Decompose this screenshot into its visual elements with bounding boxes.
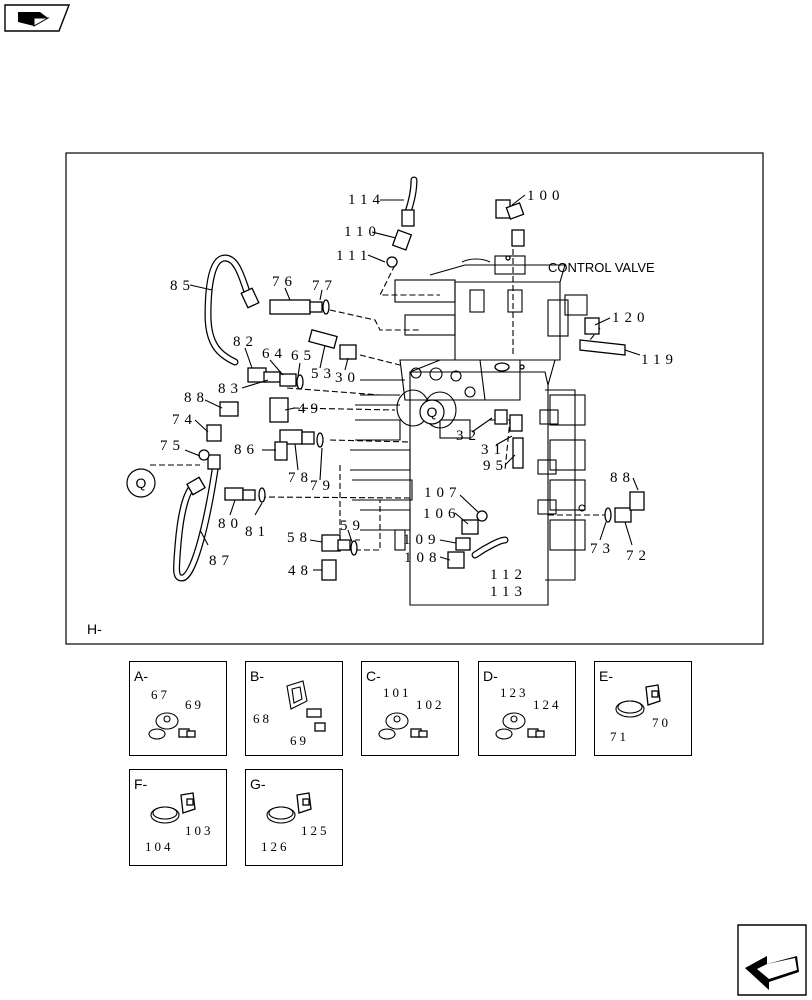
svg-text:88: 88	[610, 470, 635, 486]
control-valve-label: CONTROL VALVE	[548, 260, 655, 275]
detail-f: F- 104 103	[129, 769, 227, 866]
svg-text:49: 49	[298, 401, 323, 417]
svg-text:112: 112	[490, 567, 527, 583]
svg-text:68: 68	[253, 711, 272, 726]
svg-text:73: 73	[590, 541, 615, 557]
svg-text:71: 71	[610, 729, 629, 744]
svg-text:114: 114	[348, 192, 385, 208]
clamp-icon	[148, 712, 179, 740]
detail-g: G- 126 125	[245, 769, 343, 866]
clamp-icon	[378, 712, 409, 740]
svg-text:69: 69	[185, 697, 204, 712]
detail-e: E- 71 70	[594, 661, 692, 756]
svg-text:Q: Q	[427, 404, 438, 420]
svg-text:G-: G-	[250, 776, 266, 792]
fittings	[198, 199, 645, 581]
hose-87	[173, 454, 221, 582]
bolt-icon	[527, 728, 545, 738]
svg-text:109: 109	[403, 532, 441, 548]
bracket-icon	[286, 680, 322, 718]
svg-text:77: 77	[312, 278, 337, 294]
svg-text:79: 79	[310, 478, 335, 494]
main-frame	[65, 152, 764, 645]
detail-a: A- 67 69	[129, 661, 227, 756]
detail-c: C- 101 102	[361, 661, 459, 756]
svg-text:88: 88	[184, 390, 209, 406]
svg-text:113: 113	[490, 584, 527, 600]
svg-text:102: 102	[416, 697, 445, 712]
bolt-icon	[410, 728, 428, 738]
band-clamp-icon	[615, 684, 661, 718]
callout-numbers: 114 100 110 111 85 76 77 120 119 82 64 6…	[160, 188, 678, 600]
svg-text:76: 76	[272, 274, 297, 290]
svg-text:120: 120	[612, 310, 650, 326]
bolt-icon	[314, 722, 326, 732]
svg-text:78: 78	[288, 470, 313, 486]
svg-text:74: 74	[172, 412, 197, 428]
svg-text:58: 58	[287, 530, 312, 546]
svg-text:83: 83	[218, 381, 243, 397]
svg-text:104: 104	[145, 839, 174, 854]
svg-text:125: 125	[301, 823, 330, 838]
svg-text:123: 123	[500, 685, 529, 700]
svg-text:82: 82	[233, 334, 258, 350]
detail-b: B- 68 69	[245, 661, 343, 756]
svg-text:110: 110	[344, 224, 381, 240]
hose-85	[204, 254, 260, 366]
svg-text:103: 103	[185, 823, 214, 838]
svg-text:53: 53	[311, 366, 336, 382]
svg-text:30: 30	[335, 370, 360, 386]
svg-text:100: 100	[527, 188, 565, 204]
svg-text:119: 119	[641, 352, 678, 368]
svg-text:124: 124	[533, 697, 562, 712]
svg-text:67: 67	[151, 687, 170, 702]
svg-text:72: 72	[626, 548, 651, 564]
section-label-h: H-	[87, 621, 102, 637]
svg-text:A-: A-	[134, 668, 148, 684]
svg-text:59: 59	[340, 518, 365, 534]
svg-text:101: 101	[383, 685, 412, 700]
q-marker-left: Q	[126, 468, 156, 498]
svg-text:B-: B-	[250, 668, 264, 684]
svg-text:32: 32	[456, 428, 481, 444]
svg-text:95: 95	[483, 458, 508, 474]
q-marker-valve: Q	[419, 399, 445, 425]
svg-text:48: 48	[288, 563, 313, 579]
svg-text:81: 81	[245, 524, 270, 540]
hose-112	[471, 536, 509, 559]
svg-text:70: 70	[652, 715, 671, 730]
svg-text:69: 69	[290, 733, 309, 748]
svg-text:108: 108	[404, 550, 442, 566]
nav-book-tab[interactable]	[4, 4, 70, 32]
svg-text:31: 31	[481, 442, 506, 458]
svg-text:111: 111	[336, 248, 372, 264]
return-arrow-icon	[745, 956, 799, 990]
svg-text:D-: D-	[483, 668, 498, 684]
callout-leaders	[184, 194, 641, 571]
svg-text:85: 85	[170, 278, 195, 294]
svg-text:107: 107	[424, 485, 462, 501]
svg-text:F-: F-	[134, 776, 148, 792]
svg-text:106: 106	[423, 506, 461, 522]
band-clamp-icon	[266, 792, 312, 824]
clamp-icon	[495, 712, 526, 740]
book-icon	[18, 12, 50, 27]
svg-text:64: 64	[262, 346, 287, 362]
nav-return-button[interactable]	[737, 924, 807, 996]
svg-text:80: 80	[218, 516, 243, 532]
svg-text:86: 86	[234, 442, 259, 458]
detail-d: D- 123 124	[478, 661, 576, 756]
svg-text:87: 87	[209, 553, 234, 569]
svg-text:E-: E-	[599, 668, 613, 684]
svg-text:65: 65	[291, 348, 316, 364]
svg-text:Q: Q	[136, 475, 147, 491]
svg-text:C-: C-	[366, 668, 381, 684]
svg-text:75: 75	[160, 438, 185, 454]
svg-text:126: 126	[261, 839, 290, 854]
bolt-icon	[178, 728, 196, 738]
band-clamp-icon	[150, 792, 196, 824]
hose-114	[401, 176, 418, 227]
